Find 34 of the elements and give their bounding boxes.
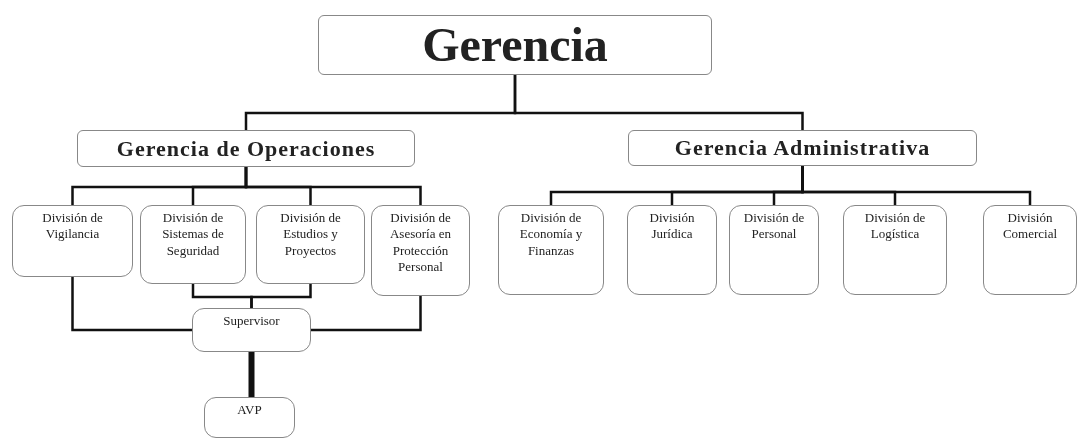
org-box (204, 397, 295, 438)
box-label: Gerencia (422, 17, 608, 73)
org-box (77, 130, 415, 167)
org-box (318, 15, 712, 75)
connector-line (244, 167, 422, 205)
org-box (627, 205, 717, 295)
box-label: Gerencia de Operaciones (116, 134, 376, 163)
box-label: AVP (237, 402, 262, 419)
org-box (843, 205, 947, 295)
connector-line (71, 277, 192, 332)
box-label: División de Economía y Finanzas (518, 210, 584, 259)
box-label: División Comercial (1001, 210, 1059, 243)
box-label: División de Vigilancia (41, 210, 104, 243)
box-label: División de Personal (742, 210, 806, 243)
org-box (12, 205, 133, 277)
box-label: Supervisor (223, 313, 280, 330)
org-box (983, 205, 1077, 295)
org-box (371, 205, 470, 296)
org-box (729, 205, 819, 295)
org-box (498, 205, 604, 295)
org-box (192, 308, 311, 352)
org-box (256, 205, 365, 284)
connector-line (513, 75, 804, 130)
box-label: División de Asesoría en Protección Personal (389, 210, 452, 275)
connector-line (311, 296, 422, 332)
connector-line (248, 352, 255, 397)
org-box (628, 130, 977, 166)
box-label: División de Estudios y Proyectos (279, 210, 342, 259)
org-box (140, 205, 246, 284)
connector-line (250, 284, 312, 308)
box-label: División Jurídica (648, 210, 696, 243)
box-label: Gerencia Administrativa (674, 134, 931, 162)
box-label: División de Sistemas de Seguridad (161, 210, 225, 259)
box-label: División de Logística (863, 210, 927, 243)
